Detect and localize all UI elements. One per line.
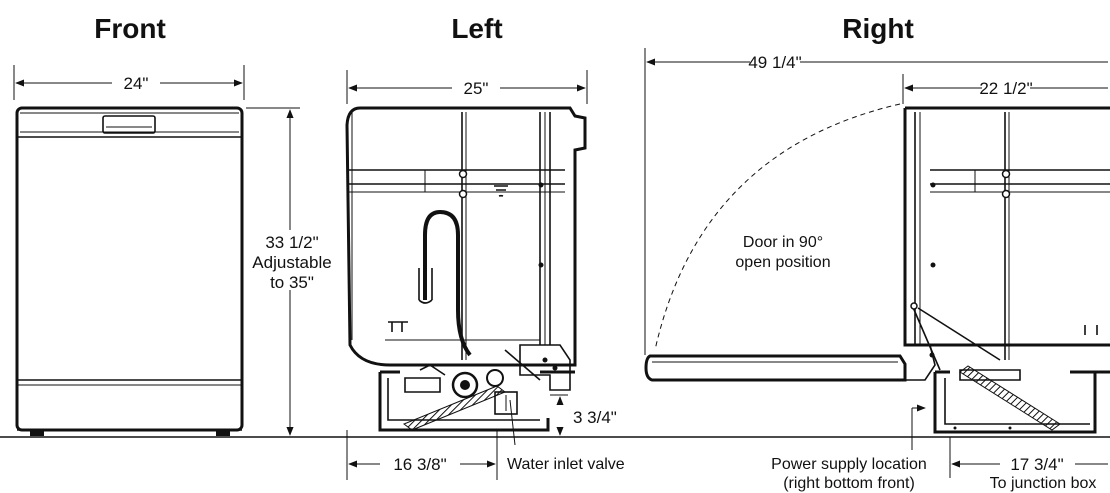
left-inlet-height-dimension: 3 3/4"	[573, 408, 617, 427]
power-supply-label-1: Power supply location	[771, 456, 927, 473]
junction-offset-dimension: 17 3/4"	[1010, 455, 1063, 474]
title-front: Front	[94, 13, 166, 44]
door-handle	[102, 115, 156, 134]
left-inlet-offset-dimension: 16 3/8"	[393, 455, 446, 474]
front-height-dimension: 33 1/2"	[265, 233, 318, 252]
power-supply-label-2: (right bottom front)	[783, 475, 915, 492]
junction-box-label: To junction box	[990, 475, 1097, 492]
water-inlet-valve-label: Water inlet valve	[507, 456, 625, 473]
front-view: 24" 33 1/2" Adjustable to 35"	[13, 65, 332, 438]
front-height-note-1: Adjustable	[252, 253, 331, 272]
title-right: Right	[842, 13, 914, 44]
title-left: Left	[451, 13, 502, 44]
right-cabinet-depth-dimension: 22 1/2"	[979, 79, 1032, 98]
left-depth-dimension: 25"	[464, 79, 489, 98]
door-position-label-2: open position	[735, 254, 830, 271]
front-width-dimension: 24"	[124, 74, 149, 93]
door-swing-arc	[654, 103, 901, 351]
right-open-depth-dimension: 49 1/4"	[748, 53, 801, 72]
front-height-note-2: to 35"	[270, 273, 314, 292]
open-door	[644, 354, 907, 382]
left-view: 25"	[345, 70, 625, 480]
right-view: 49 1/4" 22 1/2" Door in 90° open positio…	[644, 48, 1110, 492]
right-door-spring	[959, 365, 1061, 431]
door-position-label-1: Door in 90°	[743, 234, 823, 251]
